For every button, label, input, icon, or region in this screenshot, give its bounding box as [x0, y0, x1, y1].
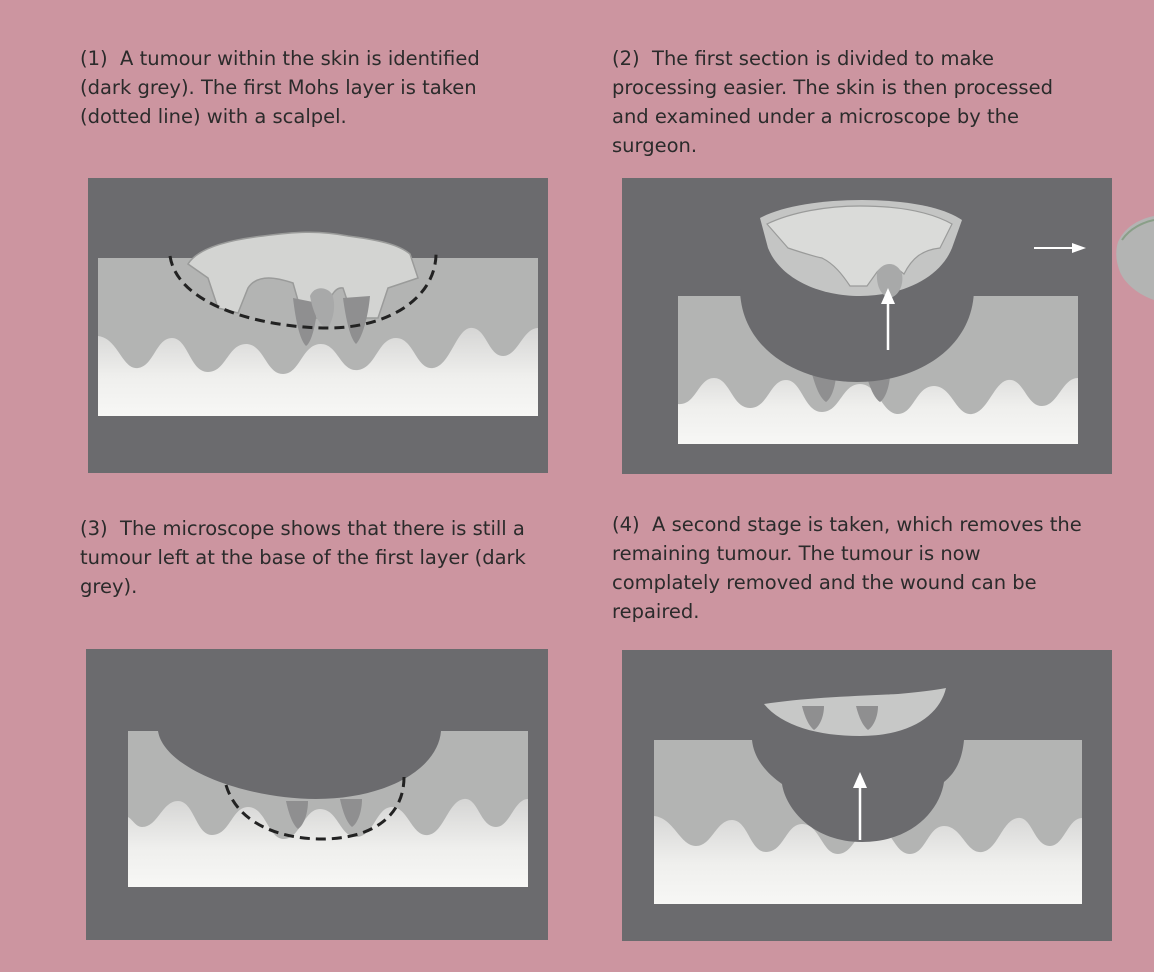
step-4-caption: (4) A second stage is taken, which remov…	[612, 510, 1092, 626]
panel-3-tumour-left	[86, 649, 548, 940]
step-3-text: The microscope shows that there is still…	[80, 517, 526, 598]
skin-cross-section-4	[622, 650, 1112, 941]
step-4-number: (4)	[612, 513, 640, 536]
skin-cross-section-1	[88, 178, 548, 473]
specimen-to-microscope	[1026, 212, 1154, 312]
step-2-text: The first section is divided to make pro…	[612, 47, 1053, 157]
panel-1-tumour-identified	[88, 178, 548, 473]
arrow-right-head	[1072, 243, 1086, 253]
step-1-number: (1)	[80, 47, 108, 70]
step-2-caption: (2) The first section is divided to make…	[612, 44, 1092, 160]
step-4-text: A second stage is taken, which removes t…	[612, 513, 1082, 623]
skin-cross-section-3	[86, 649, 548, 940]
step-1-caption: (1) A tumour within the skin is identifi…	[80, 44, 530, 131]
step-1-text: A tumour within the skin is identified (…	[80, 47, 480, 128]
step-2-number: (2)	[612, 47, 640, 70]
step-3-caption: (3) The microscope shows that there is s…	[80, 514, 530, 601]
step-3-number: (3)	[80, 517, 108, 540]
panel-4-wound-repair	[622, 650, 1112, 941]
